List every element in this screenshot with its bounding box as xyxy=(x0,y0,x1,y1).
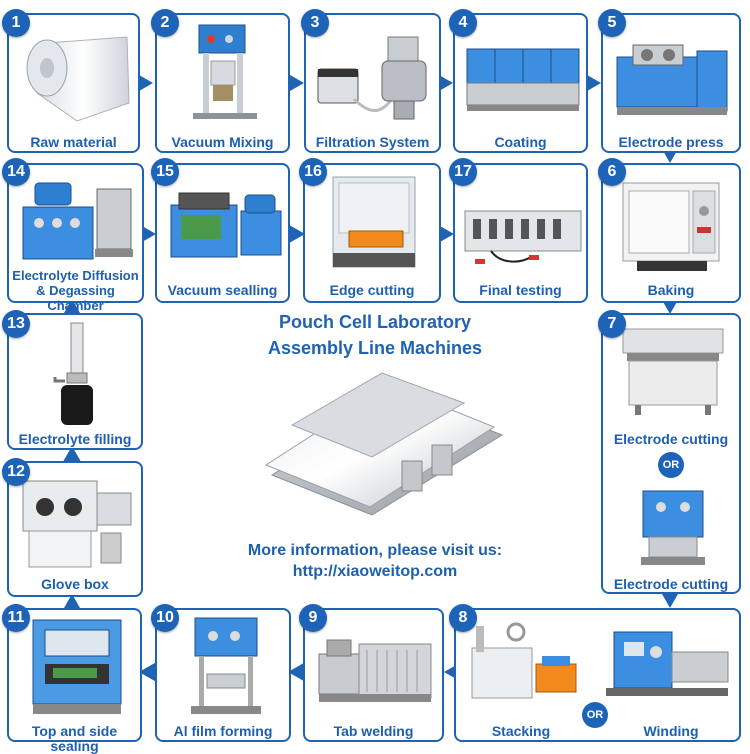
step-6-label: Baking xyxy=(647,282,695,298)
degassing-chamber-image xyxy=(22,182,133,260)
step-4-label: Coating xyxy=(494,134,547,150)
step-11-card: Top and side sealing xyxy=(7,608,142,754)
diagram-title-line1: Pouch Cell Laboratory xyxy=(278,312,472,332)
step-9-card: Tab welding xyxy=(303,608,444,742)
vacuum-oven-image xyxy=(622,182,720,271)
or-badge-step-7: OR xyxy=(658,452,684,478)
step-9-label: Tab welding xyxy=(333,723,414,739)
step-7-badge: 7 xyxy=(598,310,626,338)
filtration-system-image xyxy=(317,36,427,120)
step-5-card: Electrode press xyxy=(601,13,741,153)
step-17-label: Final testing xyxy=(479,282,562,298)
step-15-badge: 15 xyxy=(151,158,179,186)
step-10-card: Al film forming xyxy=(155,608,291,742)
step-1-label: Raw material xyxy=(30,134,117,150)
step-8-label-stacking: Stacking xyxy=(491,723,551,739)
raw-material-roll-image xyxy=(26,36,130,122)
edge-cutter-image xyxy=(332,176,416,268)
pouch-cell-image xyxy=(264,372,504,516)
step-6-badge: 6 xyxy=(598,158,626,186)
diagram-title-line2: Assembly Line Machines xyxy=(267,338,483,358)
step-10-label: Al film forming xyxy=(173,723,273,739)
step-9-badge: 9 xyxy=(299,604,327,632)
coating-machine-image xyxy=(466,48,580,111)
step-2-label: Vacuum Mixing xyxy=(171,134,274,150)
electrode-cutter-image-b xyxy=(641,490,705,565)
top-side-sealer-image xyxy=(32,619,122,714)
step-17-card: Final testing xyxy=(453,163,588,303)
step-14-badge: 14 xyxy=(2,158,30,186)
step-16-card: Edge cutting xyxy=(303,163,441,303)
step-13-card: Electrolyte filling xyxy=(7,313,143,450)
info-text-line1: More information, please visit us: xyxy=(247,542,503,559)
step-12-card: Glove box xyxy=(7,461,143,597)
step-2-badge: 2 xyxy=(151,9,179,37)
step-3-label: Filtration System xyxy=(315,134,430,150)
step-7-label-alt: Electrode cutting xyxy=(613,576,729,592)
vacuum-sealer-image xyxy=(170,192,282,258)
step-1-badge: 1 xyxy=(2,9,30,37)
step-12-label: Glove box xyxy=(41,576,109,592)
info-website-link[interactable]: http://xiaoweitop.com xyxy=(292,563,458,580)
or-badge-step-8: OR xyxy=(582,702,608,728)
step-13-badge: 13 xyxy=(2,310,30,338)
step-4-badge: 4 xyxy=(449,9,477,37)
step-10-badge: 10 xyxy=(151,604,179,632)
step-4-card: Coating xyxy=(453,13,588,153)
step-3-badge: 3 xyxy=(301,9,329,37)
winding-machine-image xyxy=(606,631,729,696)
step-8-label-winding: Winding xyxy=(643,723,699,739)
al-film-forming-image xyxy=(191,617,261,714)
electrolyte-dispenser-image xyxy=(53,322,93,425)
step-15-label: Vacuum sealling xyxy=(167,282,278,298)
electrode-press-image xyxy=(616,44,728,115)
step-16-label: Edge cutting xyxy=(329,282,415,298)
step-15-card: Vacuum sealling xyxy=(155,163,290,303)
step-2-card: Vacuum Mixing xyxy=(155,13,290,153)
step-14-label-line2: & Degassing Chamber xyxy=(36,283,115,313)
step-17-badge: 17 xyxy=(449,158,477,186)
step-14-label-line1: Electrolyte Diffusion xyxy=(12,268,139,283)
step-12-badge: 12 xyxy=(2,458,30,486)
tab-welder-image xyxy=(318,639,432,702)
step-8-badge: 8 xyxy=(449,604,477,632)
stacking-machine-image xyxy=(471,622,577,699)
electrode-cutter-image-a xyxy=(622,328,724,415)
step-1-card: Raw material xyxy=(7,13,140,153)
battery-tester-image xyxy=(464,210,582,264)
step-11-badge: 11 xyxy=(2,604,30,632)
step-6-card: Baking xyxy=(601,163,741,303)
step-16-badge: 16 xyxy=(299,158,327,186)
step-5-label: Electrode press xyxy=(618,134,724,150)
step-5-badge: 5 xyxy=(598,9,626,37)
step-13-label: Electrolyte filling xyxy=(18,431,132,447)
glove-box-image xyxy=(22,480,132,568)
step-3-card: Filtration System xyxy=(304,13,441,153)
step-14-card: Electrolyte Diffusion & Degassing Chambe… xyxy=(7,163,144,313)
vacuum-mixer-image xyxy=(193,24,257,119)
step-7-label: Electrode cutting xyxy=(613,431,729,447)
